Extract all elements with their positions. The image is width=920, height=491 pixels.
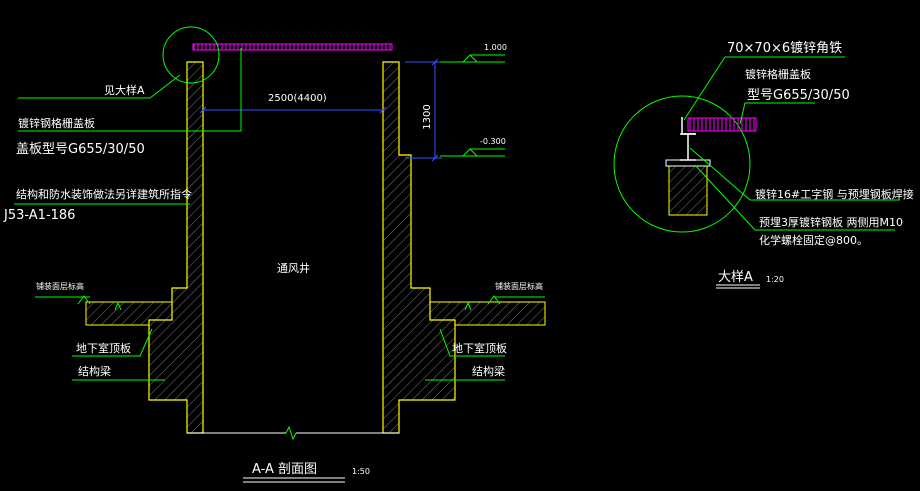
detail-angle-label: 70×70×6镀锌角铁 <box>727 40 842 56</box>
right-leaders <box>425 295 545 381</box>
see-detail-label: 见大样A <box>104 83 145 97</box>
ground-label-right: 铺装面层标高 <box>495 281 543 291</box>
note-line1: 结构和防水装饰做法另详建筑所指令 <box>16 187 192 201</box>
detail-scale: 1:20 <box>766 275 784 284</box>
elevation-top-symbol <box>440 54 505 63</box>
left-leaders <box>14 48 242 381</box>
detail-ibeam <box>680 133 696 161</box>
right-wall <box>382 61 456 434</box>
detail-title-underline <box>716 284 760 289</box>
detail-column <box>668 165 708 216</box>
detail-plate-line1: 预埋3厚镀锌钢板 两侧用M10 <box>759 215 903 229</box>
detail-leaders <box>683 56 900 231</box>
grating-label-line1: 镀锌钢格栅盖板 <box>18 116 95 130</box>
width-dimension-label: 2500(4400) <box>268 93 327 104</box>
slab-marks <box>114 301 472 311</box>
detail-callout-circle <box>162 26 220 84</box>
ground-label-left: 铺装面层标高 <box>36 281 84 291</box>
grating-label-line2: 盖板型号G655/30/50 <box>16 142 145 157</box>
slab-label-left: 地下室顶板 <box>76 341 131 355</box>
note-line2: J53-A1-186 <box>3 208 75 223</box>
detail-angle <box>681 117 696 135</box>
detail-grating <box>687 117 757 132</box>
title-underline <box>243 477 345 483</box>
detail-circle <box>613 95 751 233</box>
detail-ibeam-label: 镀锌16#工字钢 与预埋钢板焊接 <box>755 187 914 201</box>
section-scale: 1:50 <box>352 467 370 476</box>
detail-plate-line2: 化学螺栓固定@800。 <box>759 233 868 247</box>
detail-grating-line2: 型号G655/30/50 <box>747 88 850 103</box>
left-slab <box>85 301 173 326</box>
beam-label-right: 结构梁 <box>472 364 505 378</box>
grating-cover <box>192 43 393 51</box>
width-dimension <box>199 106 387 114</box>
height-dimension <box>405 58 442 162</box>
height-dimension-label: 1300 <box>422 104 433 129</box>
left-wall <box>148 61 204 434</box>
elevation-low-symbol <box>440 148 505 157</box>
detail-embedded-plate <box>665 159 711 167</box>
elevation-low-label: -0.300 <box>480 137 506 146</box>
right-slab <box>429 301 546 326</box>
slab-label-right: 地下室顶板 <box>452 341 507 355</box>
detail-grating-line1: 镀锌格栅盖板 <box>745 67 811 81</box>
elevation-top-label: 1.000 <box>484 43 507 52</box>
shaft-label: 通风井 <box>277 261 310 275</box>
section-title: A-A 剖面图 <box>252 462 317 477</box>
detail-title: 大样A <box>718 270 753 285</box>
bottom-break-line <box>187 425 399 441</box>
beam-label-left: 结构梁 <box>78 364 111 378</box>
